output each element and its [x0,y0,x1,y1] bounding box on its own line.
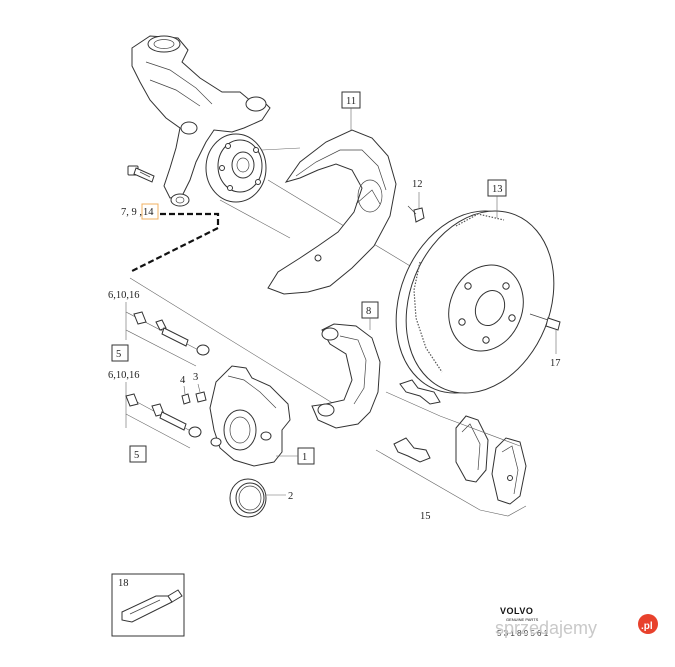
callout-1: 1 [302,452,307,463]
grease-box: 18 [111,573,185,637]
volvo-logo-text: VOLVO [500,606,533,616]
brake-dust-shield [267,129,397,295]
caliper-housing [209,365,291,467]
brake-pads [455,415,527,505]
callout-13: 13 [492,184,503,195]
brake-disc [395,210,555,394]
brake-pad-clips [393,379,441,463]
callout-14-highlight [141,203,159,220]
callout-8: 8 [366,306,371,317]
lower-guide-bolts [125,393,202,438]
callout-4: 4 [180,375,186,386]
steering-knuckle [131,35,271,207]
callout-5-bottom: 5 [134,450,139,461]
callout-7-9: 7, 9 , [121,207,142,218]
callout-5-bottom-box [129,445,147,463]
callout-18: 18 [118,578,129,589]
diagram-reference-number: 5 3 1 8 9 5 6 1 [497,629,549,638]
callout-3: 3 [193,372,198,383]
shield-bolt [407,205,425,223]
callout-11: 11 [346,96,356,107]
callout-6-10-16-top: 6,10,16 [108,290,140,301]
watermark-badge-icon [638,614,658,634]
callout-2: 2 [288,491,293,502]
wheel-hub [205,133,267,203]
watermark-suffix: .pl [641,621,653,632]
knuckle-bolt [127,165,155,183]
watermark-text: sprzedajemy [495,618,597,638]
callout-5-top: 5 [116,349,121,360]
upper-guide-bolts [133,311,210,356]
callout-15: 15 [420,511,431,522]
volvo-genuine-parts: GENUINE PARTS [506,617,539,622]
callout-12: 12 [412,179,423,190]
bleeder-screw [181,383,207,405]
callout-5-top-box [111,344,129,362]
callout-6-10-16-mid: 6,10,16 [108,370,140,381]
caliper-carrier [311,323,381,429]
piston-seal [229,478,267,518]
callout-14: 14 [143,207,154,218]
dashed-connector [129,212,220,273]
disc-bolt [529,313,561,331]
callout-17: 17 [550,358,561,369]
